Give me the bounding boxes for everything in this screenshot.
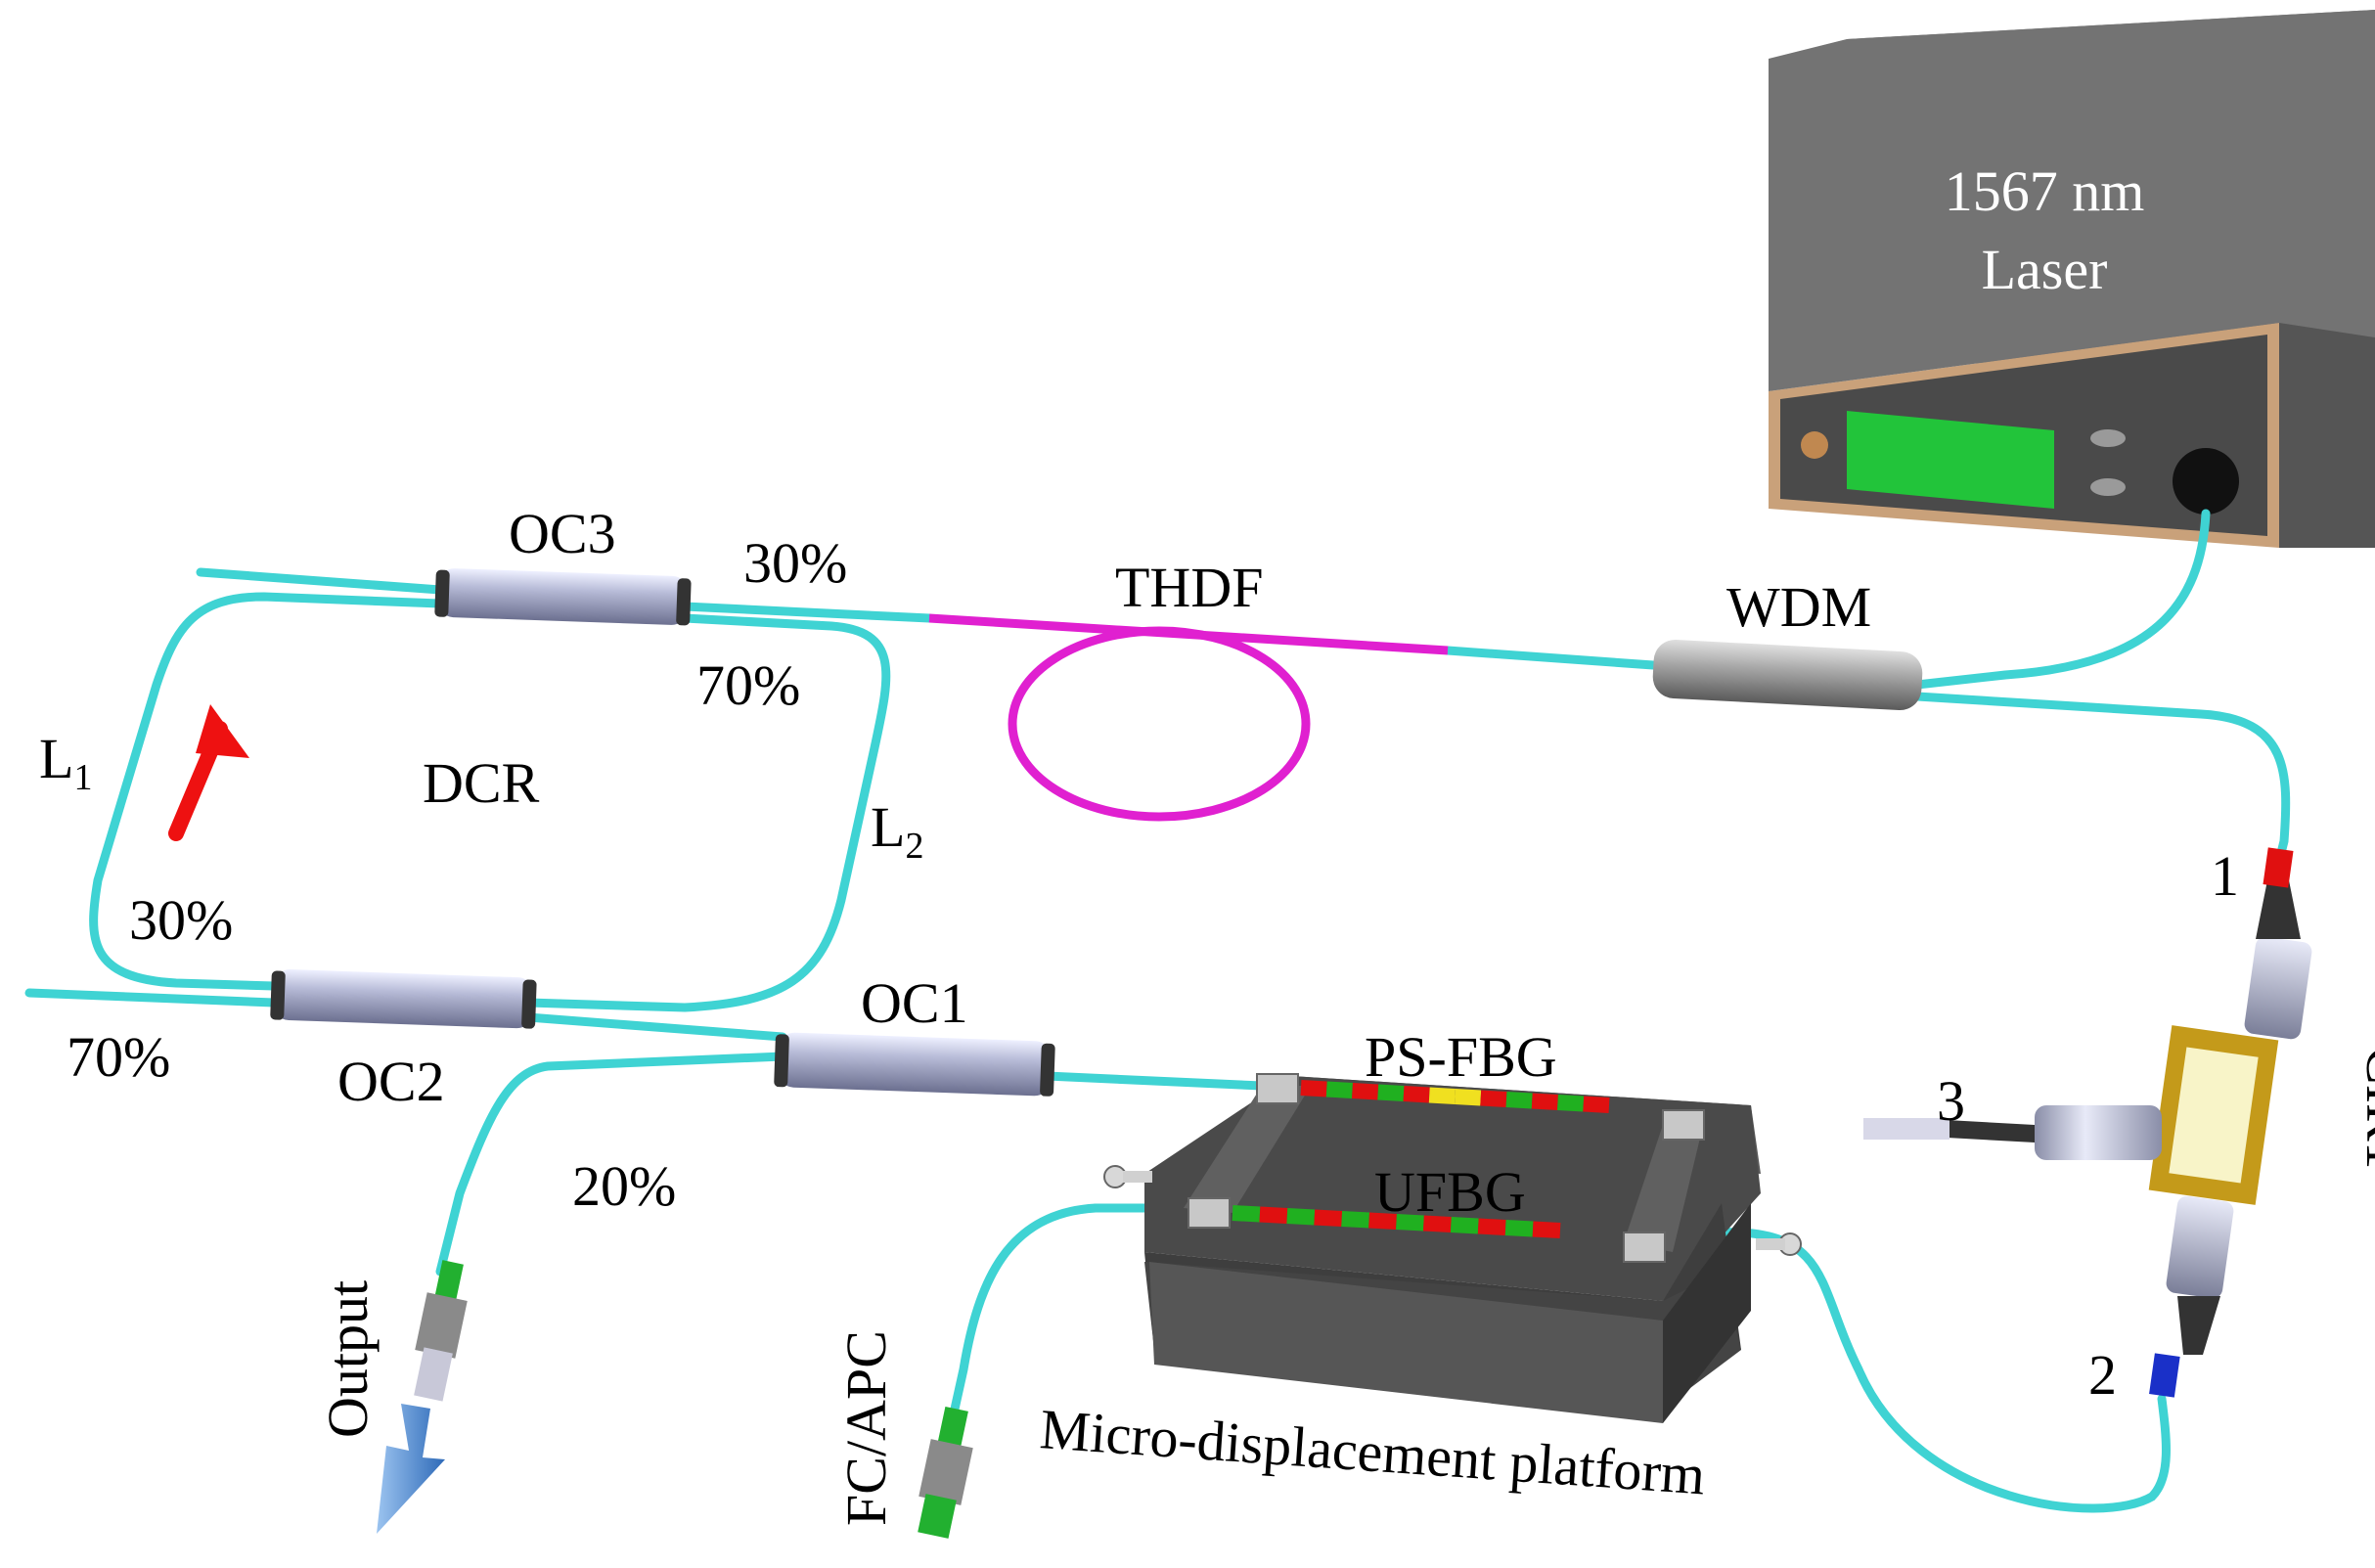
grating-segment: [1480, 1090, 1507, 1107]
grating-segment: [1368, 1212, 1397, 1230]
fiber-loop-l1: [89, 592, 445, 991]
ufbg-grating: [1232, 1205, 1561, 1238]
label-oc2-30: 30%: [129, 888, 233, 952]
ps-fbg-grating: [1300, 1080, 1610, 1113]
grating-segment: [1428, 1087, 1456, 1104]
grating-segment: [1352, 1083, 1379, 1100]
grating-segment: [1341, 1211, 1370, 1229]
laser-output-port-icon: [2173, 448, 2239, 515]
grating-segment: [1505, 1092, 1533, 1109]
grating-segment: [1557, 1095, 1585, 1112]
label-oc1-20: 20%: [572, 1154, 676, 1218]
thdf-fiber: [928, 613, 1449, 822]
grating-segment: [1300, 1080, 1327, 1098]
grating-segment: [1583, 1096, 1610, 1113]
grating-segment: [1314, 1209, 1343, 1227]
label-dcr: DCR: [423, 751, 540, 815]
laser-source: 1567 nm Laser: [1769, 10, 2375, 548]
fcapc-connector: [918, 1406, 973, 1539]
label-psfbg: PS-FBG: [1365, 1025, 1557, 1089]
fiber-thdf-oc3: [680, 602, 934, 623]
screw-icon: [1103, 1165, 1127, 1188]
laser-button-icon: [2090, 429, 2126, 447]
fiber-fcapc: [949, 1203, 1100, 1418]
label-thdf: THDF: [1115, 556, 1263, 619]
label-oc2-70: 70%: [67, 1025, 170, 1089]
grating-segment: [1377, 1084, 1405, 1101]
label-oc3: OC3: [509, 502, 616, 565]
direction-arrow-icon: [168, 704, 249, 841]
fiber-wdm-thdf: [1443, 646, 1658, 670]
output-connector: [377, 1260, 468, 1534]
grating-segment: [1403, 1086, 1430, 1103]
fiber-ufbg-cir1: [1550, 1223, 2171, 1513]
label-output: Output: [316, 1280, 380, 1438]
grating-segment: [1259, 1206, 1288, 1224]
label-ufbg: UFBG: [1374, 1160, 1526, 1224]
laser-wavelength: 1567 nm: [1945, 159, 2145, 223]
output-arrow-icon: [377, 1404, 445, 1534]
laser-button-icon: [2090, 478, 2126, 496]
grating-segment: [1325, 1081, 1353, 1098]
wdm-coupler: [1652, 639, 1923, 711]
grating-segment: [1450, 1217, 1479, 1234]
laser-label: Laser: [1982, 238, 2108, 301]
fiber-wdm-cir1: [1912, 692, 2291, 866]
grating-segment: [1455, 1089, 1482, 1106]
label-port2: 2: [2088, 1343, 2117, 1407]
fiber-output-20: [435, 1052, 787, 1277]
grating-segment: [1422, 1215, 1452, 1232]
circulator-cir1: [1863, 847, 2312, 1398]
label-l2: L2: [871, 795, 923, 867]
micro-displacement-platform: [1103, 1073, 1802, 1423]
oc2-coupler: [270, 969, 537, 1029]
grating-segment: [1477, 1218, 1506, 1235]
oc3-coupler: [434, 568, 692, 626]
fiber-network: [24, 509, 2291, 1513]
label-oc1: OC1: [861, 971, 968, 1035]
label-oc3-70: 70%: [696, 653, 800, 717]
grating-segment: [1286, 1208, 1316, 1226]
label-fcapc: FC/APC: [834, 1330, 898, 1526]
laser-knob-icon: [1801, 431, 1828, 459]
fiber-loop-l2: [523, 613, 891, 1012]
grating-segment: [1396, 1214, 1424, 1232]
grating-segment: [1531, 1093, 1558, 1110]
label-oc3-30: 30%: [743, 531, 847, 595]
grating-segment: [1232, 1205, 1261, 1223]
oc1-coupler: [774, 1032, 1055, 1097]
laser-screen: [1847, 411, 2054, 509]
label-port3: 3: [1937, 1069, 1965, 1133]
fiber-laser-wdm: [1912, 509, 2211, 690]
label-oc2: OC2: [337, 1050, 445, 1113]
label-cir1: CIR1: [2354, 1047, 2375, 1170]
label-wdm: WDM: [1726, 575, 1871, 639]
grating-segment: [1532, 1221, 1561, 1238]
label-port1: 1: [2211, 844, 2239, 908]
grating-segment: [1504, 1220, 1534, 1237]
label-l1: L1: [39, 727, 92, 798]
